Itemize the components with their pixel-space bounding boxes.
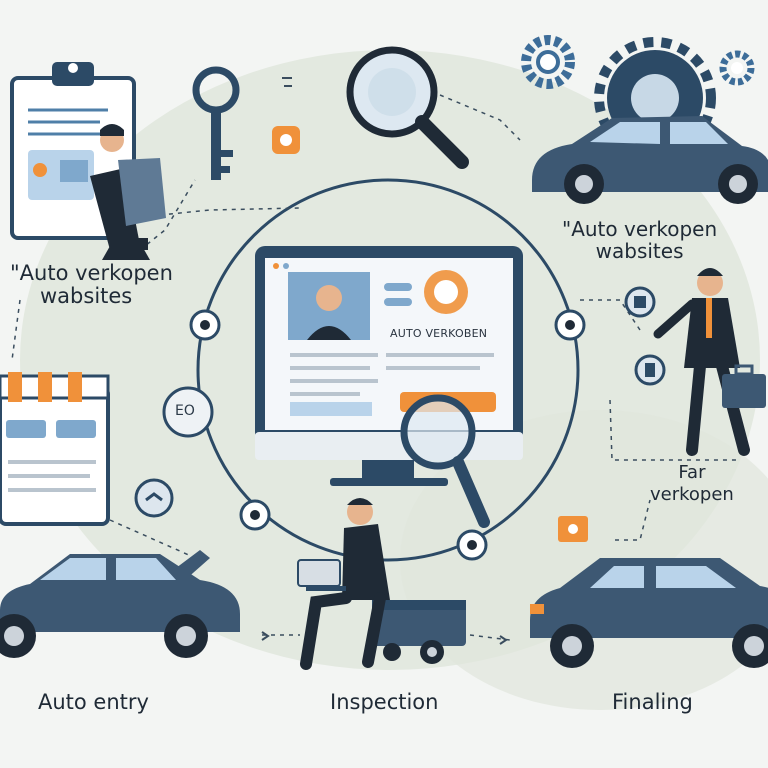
seated-person bbox=[90, 124, 166, 260]
person-icon bbox=[300, 498, 390, 670]
gear-icon bbox=[521, 35, 575, 89]
ring-node bbox=[189, 309, 221, 341]
small-circle-icon bbox=[134, 478, 174, 518]
laptop-icon bbox=[297, 559, 346, 591]
websites-label-right-line1: "Auto verkopen bbox=[562, 217, 718, 241]
far-label-line1: Far bbox=[678, 462, 706, 483]
briefcase-icon bbox=[722, 364, 766, 408]
key-icon bbox=[192, 66, 240, 180]
process-ring bbox=[196, 178, 580, 562]
eo-badge-label: EO bbox=[175, 403, 195, 419]
ring-node bbox=[239, 499, 271, 531]
eo-badge bbox=[162, 386, 214, 438]
tag-icon bbox=[272, 77, 300, 154]
dashed-connectors bbox=[11, 94, 740, 641]
person-icon bbox=[653, 268, 750, 456]
far-verkopen-label: Far verkopen bbox=[650, 462, 734, 506]
calendar-icon bbox=[0, 372, 110, 526]
monitor-icon bbox=[255, 246, 523, 486]
arrow-icon bbox=[261, 631, 508, 645]
websites-label-right-line2: wabsites bbox=[595, 239, 684, 263]
ring-node bbox=[456, 529, 488, 561]
step-label-inspection: Inspection bbox=[330, 690, 439, 714]
magnifier-icon bbox=[400, 394, 490, 528]
ring-node bbox=[554, 309, 586, 341]
websites-label-right: "Auto verkopen wabsites bbox=[562, 218, 717, 262]
websites-label-left: "Auto verkopen wabsites bbox=[10, 262, 173, 308]
websites-label-left-line2: wabsites bbox=[40, 284, 133, 308]
car-icon bbox=[530, 558, 768, 668]
step-label-auto-entry: Auto entry bbox=[38, 690, 149, 714]
cart-icon bbox=[372, 600, 466, 664]
orange-box-icon bbox=[558, 516, 588, 542]
small-circle-icon bbox=[634, 354, 666, 386]
small-circle-icon bbox=[624, 286, 656, 318]
far-label-line2: verkopen bbox=[650, 484, 734, 505]
car-icon bbox=[0, 550, 240, 658]
step-label-finaling: Finaling bbox=[612, 690, 693, 714]
gear-icon bbox=[719, 50, 755, 86]
screen-title: AUTO VERKOBEN bbox=[390, 327, 488, 340]
websites-label-left-line1: "Auto verkopen bbox=[10, 261, 173, 285]
car-icon bbox=[532, 116, 768, 204]
magnifier-icon bbox=[346, 46, 469, 169]
